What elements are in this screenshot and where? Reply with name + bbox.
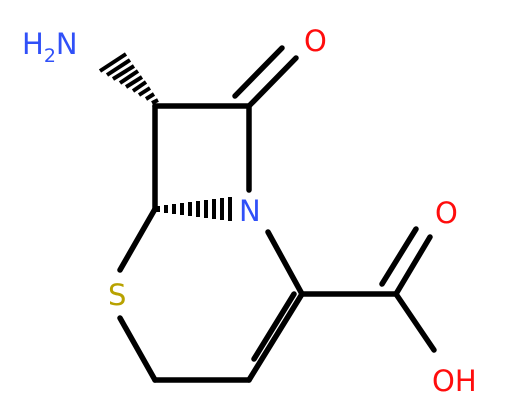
bond-c8-o-double-2 — [232, 45, 285, 99]
bond-c3-c4-double-1 — [246, 291, 305, 383]
bond-c4-n — [265, 229, 305, 297]
bond-c6-s — [117, 206, 158, 273]
ring-nitrogen-label: N — [239, 194, 261, 228]
hashed-wedge-c7-amine — [98, 52, 159, 105]
acid-carbonyl-oxygen-label: O — [435, 196, 458, 230]
bond-c3-c4-double-2 — [251, 291, 297, 362]
ketone-oxygen-label: O — [304, 24, 327, 58]
bond-cacid-o-double-2 — [379, 226, 419, 287]
sulfur-label: S — [108, 278, 126, 312]
amine-label: H2N — [22, 27, 78, 67]
bond-cacid-oh — [393, 291, 437, 353]
bond-c8-o-double-1 — [246, 55, 299, 109]
hydroxyl-label: OH — [432, 364, 477, 398]
bond-s-c2 — [117, 315, 158, 383]
bond-cacid-o-double-1 — [393, 234, 433, 297]
hashed-wedge-c6-n — [156, 197, 232, 221]
